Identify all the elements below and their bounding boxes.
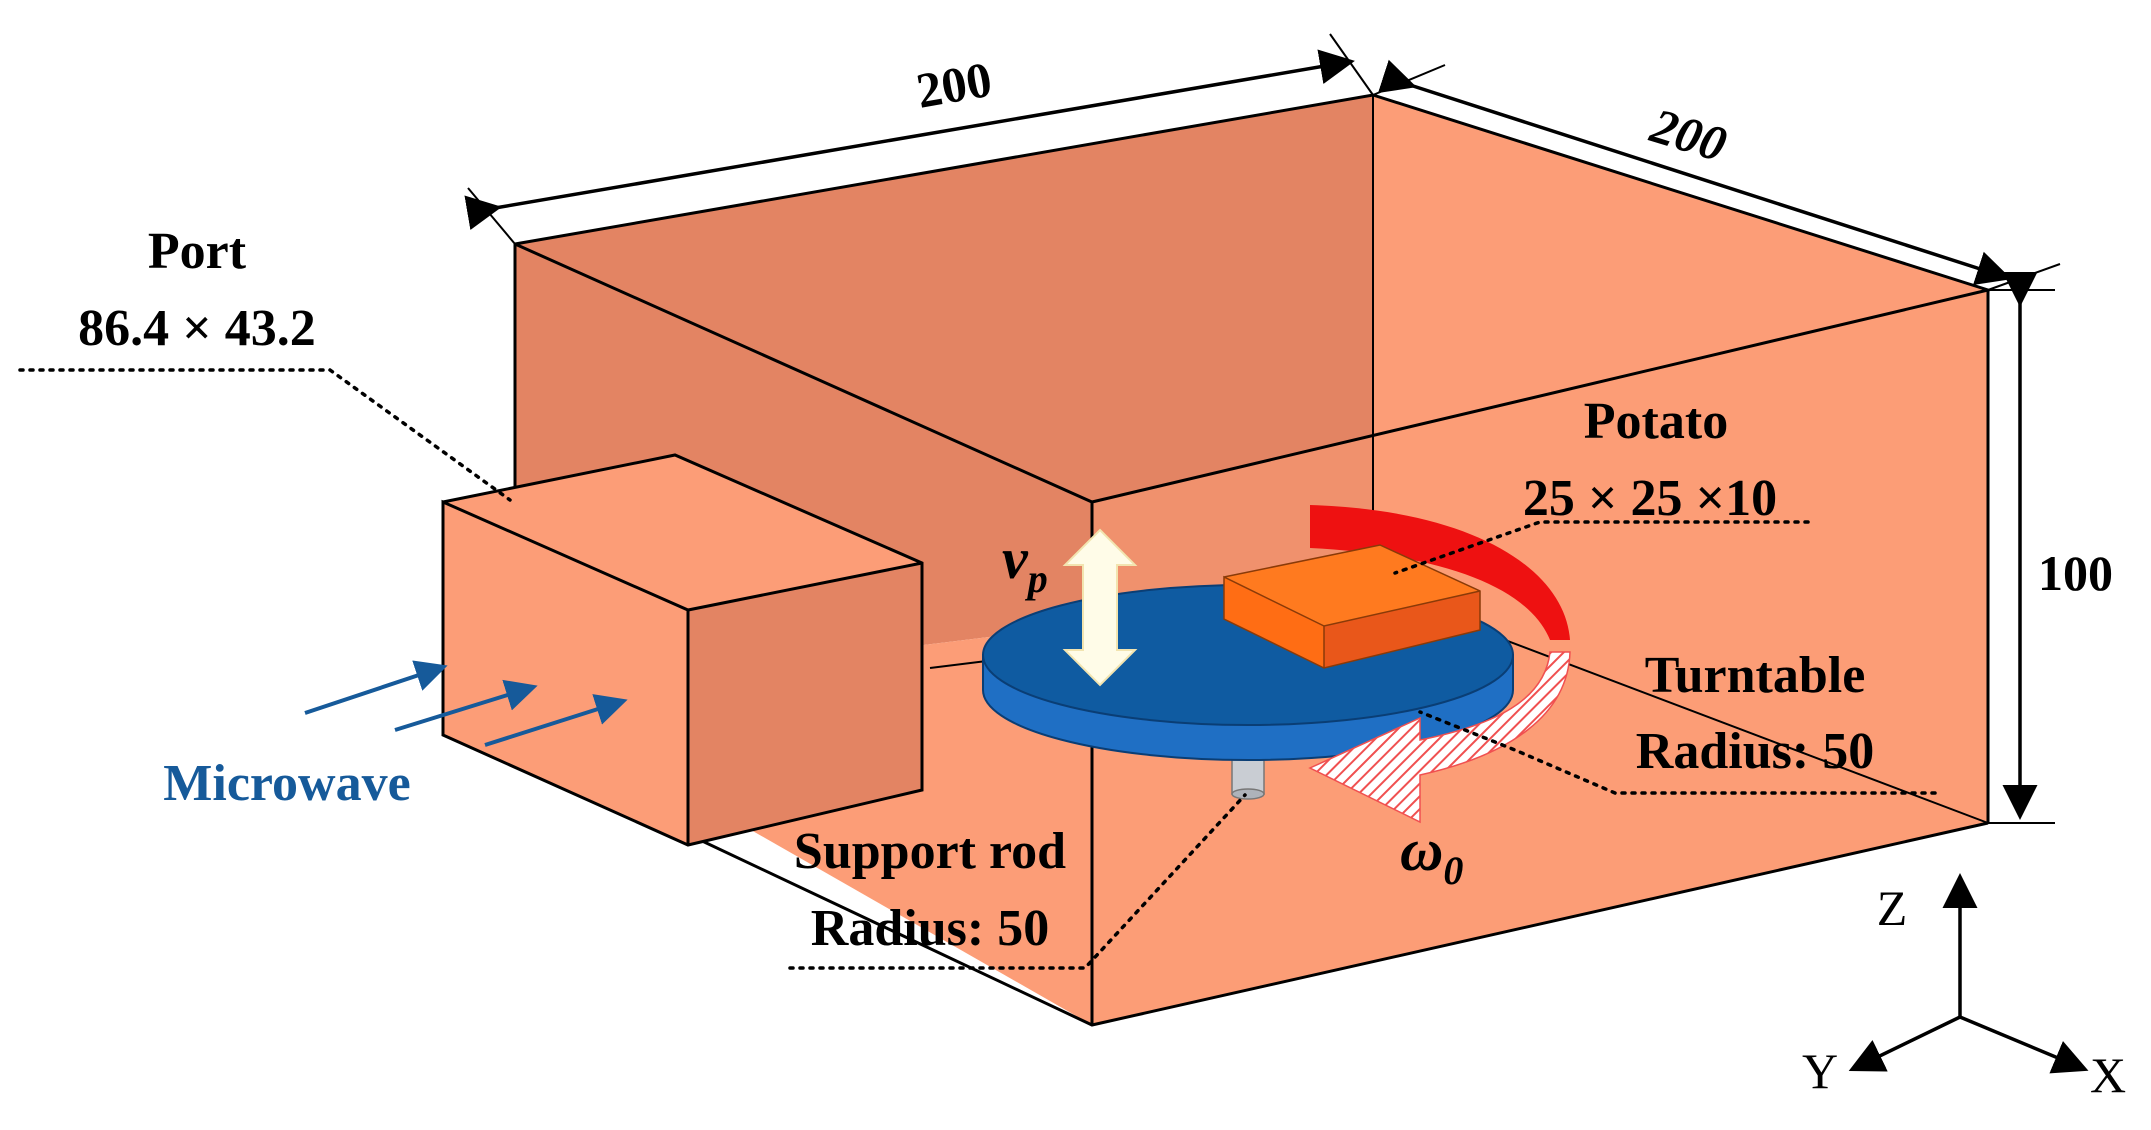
- potato-size: 25 × 25 ×10: [1523, 470, 1777, 527]
- dimension-depth-line: [1377, 59, 2012, 286]
- potato-leader: [1393, 520, 1810, 575]
- z-axis-label: Z: [1877, 880, 1908, 936]
- angular-velocity-subscript: 0: [1443, 848, 1463, 893]
- potato-side: [1324, 591, 1480, 668]
- dimension-width-line: [464, 49, 1355, 230]
- rotation-arrow-red: [1310, 505, 1570, 640]
- cavity-bottom-edges: [699, 821, 1989, 1027]
- dimension-depth-label: 200: [1644, 97, 1733, 173]
- support-rod-radius: Radius: 50: [811, 900, 1049, 957]
- velocity-subscript: p: [1025, 556, 1048, 601]
- dimension-lines: [464, 33, 2061, 824]
- rotation-arrow: [1308, 505, 1571, 824]
- velocity-double-arrow: [1062, 528, 1138, 687]
- velocity-symbol: v: [1002, 526, 1029, 591]
- microwave-arrow: [484, 694, 628, 747]
- potato-front: [1224, 577, 1324, 668]
- support-rod-leader: [788, 793, 1247, 970]
- rotation-arrow-hatched: [1308, 651, 1571, 824]
- turntable-title: Turntable: [1645, 647, 1866, 704]
- x-axis: [1959, 1015, 2089, 1074]
- turntable-leader: [1418, 710, 1937, 795]
- y-axis: [1848, 1015, 1961, 1072]
- port-title: Port: [148, 223, 247, 280]
- port-waveguide: [441, 453, 924, 847]
- port-size: 86.4 × 43.2: [78, 300, 316, 357]
- turntable-radius: Radius: 50: [1636, 723, 1874, 780]
- support-rod: [1231, 759, 1265, 800]
- microwave-arrows: [304, 660, 628, 747]
- dimension-height-label: 100: [2038, 545, 2113, 601]
- velocity-label: vp: [1002, 526, 1048, 601]
- port-leader: [18, 368, 512, 502]
- microwave-arrow: [304, 660, 448, 715]
- angular-velocity-symbol: ω: [1400, 817, 1443, 883]
- leader-lines: [18, 368, 1937, 970]
- microwave-label: Microwave: [163, 755, 410, 812]
- angular-velocity-label: ω0: [1400, 817, 1463, 893]
- support-rod-title: Support rod: [794, 823, 1066, 880]
- y-axis-label: Y: [1802, 1043, 1838, 1099]
- port-box-front: [443, 502, 688, 845]
- port-box-top: [443, 455, 922, 610]
- microwave-arrow: [394, 679, 538, 732]
- x-axis-label: X: [2090, 1047, 2126, 1103]
- dimension-width-label: 200: [912, 51, 996, 119]
- port-box-side: [688, 563, 922, 845]
- cavity-front-wall: [1092, 290, 1988, 1025]
- potato-title: Potato: [1584, 393, 1728, 450]
- coordinate-axes: [1848, 873, 2089, 1074]
